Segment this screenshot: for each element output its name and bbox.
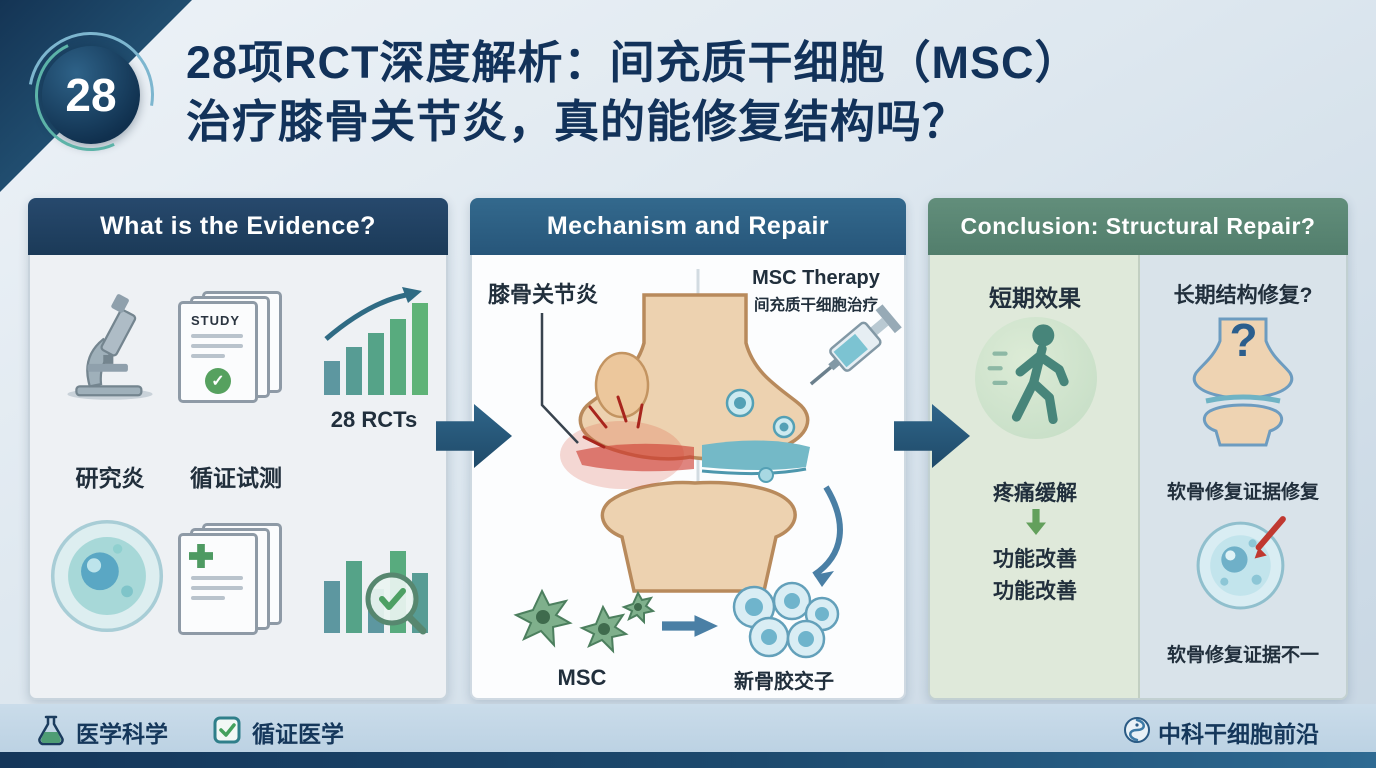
down-arrow-icon xyxy=(1026,509,1046,535)
conclusion-panel: Conclusion: Structural Repair? 短期效果 疼痛缓解… xyxy=(928,198,1348,700)
evidence-panel-title: What is the Evidence? xyxy=(28,198,448,255)
medical-cross-icon xyxy=(189,544,213,568)
document-sheet xyxy=(178,533,258,635)
right-arrow-icon xyxy=(662,615,718,637)
medical-report-icon xyxy=(178,523,288,639)
walking-person-icon xyxy=(975,317,1097,439)
microscope-icon xyxy=(54,285,166,407)
doc-text-line xyxy=(191,334,243,338)
therapy-label-zh: 间充质干细胞治疗 xyxy=(753,297,878,314)
footer-tag-science: 医学科学 xyxy=(76,721,168,747)
mechanism-panel: Mechanism and Repair xyxy=(470,198,906,700)
knee-question-icon: ? xyxy=(1186,311,1301,447)
new-cells-caption: 新骨胶交子 xyxy=(734,671,834,693)
condition-label: 膝骨关节炎 xyxy=(488,282,599,307)
msc-caption: MSC xyxy=(557,665,607,690)
short-term-item-pain: 疼痛缓解 xyxy=(993,482,1077,505)
cell-icon xyxy=(48,517,166,635)
msc-cells-icon xyxy=(508,585,658,665)
therapy-label-en: MSC Therapy xyxy=(752,267,880,289)
footer-bar: 医学科学 循证医学 中科干细胞前沿 xyxy=(0,704,1376,752)
doc-text-line xyxy=(191,354,225,358)
cell-marker-icon xyxy=(1190,507,1296,613)
long-term-item-evidence: 软骨修复证据修复 xyxy=(1166,482,1319,503)
new-cells-icon xyxy=(724,579,844,664)
short-term-item-function1: 功能改善 xyxy=(993,548,1077,571)
study-doc-label: STUDY xyxy=(191,313,241,328)
check-icon: ✓ xyxy=(205,368,231,394)
growth-bar-chart-icon xyxy=(318,285,430,401)
long-term-heading: 长期结构修复? xyxy=(1173,284,1313,307)
short-term-heading: 短期效果 xyxy=(989,285,1081,311)
bottom-strip xyxy=(0,752,1376,768)
curved-arrow-icon xyxy=(768,483,858,595)
page-title-line1: 28项RCT深度解析：间充质干细胞（MSC） xyxy=(186,37,1081,88)
evidence-panel-body: STUDY ✓ 28 RCTs 研究 xyxy=(28,255,448,700)
long-term-column: 长期结构修复? ? 软骨修复证据修复 xyxy=(1140,255,1346,698)
checkbox-icon xyxy=(212,715,242,745)
chart-magnifier-icon xyxy=(318,521,430,641)
mechanism-panel-title: Mechanism and Repair xyxy=(470,198,906,255)
rct-count-label: 28 RCTs xyxy=(330,407,418,432)
conclusion-panel-body: 短期效果 疼痛缓解 功能改善 功能改善 长期结构修复? xyxy=(928,255,1348,700)
doc-text-line xyxy=(191,344,243,348)
document-sheet: STUDY ✓ xyxy=(178,301,258,403)
doc-text-line xyxy=(191,586,243,590)
microscope-caption: 研究炎 xyxy=(75,465,145,491)
short-term-column: 短期效果 疼痛缓解 功能改善 功能改善 xyxy=(930,255,1140,698)
count-badge: 28 xyxy=(3,7,179,183)
question-mark: ? xyxy=(1229,314,1258,366)
mechanism-panel-body: 膝骨关节炎 MSC Therapy 间充质干细胞治疗 xyxy=(470,255,906,700)
flask-icon xyxy=(36,714,66,746)
doc-text-line xyxy=(191,596,225,600)
page-title: 28项RCT深度解析：间充质干细胞（MSC） 治疗膝骨关节炎，真的能修复结构吗？ xyxy=(186,34,1081,151)
conclusion-panel-title: Conclusion: Structural Repair? xyxy=(928,198,1348,255)
brand-logo-icon xyxy=(1122,715,1152,745)
footer-brand: 中科干细胞前沿 xyxy=(1158,721,1319,747)
doc-text-line xyxy=(191,576,243,580)
long-term-item-mixed: 软骨修复证据不一 xyxy=(1166,645,1319,666)
count-badge-number: 28 xyxy=(42,46,140,144)
short-term-item-function2: 功能改善 xyxy=(993,580,1077,603)
study-documents-icon: STUDY ✓ xyxy=(178,291,288,407)
footer-tag-ebm: 循证医学 xyxy=(252,721,344,747)
evidence-panel: What is the Evidence? STUDY xyxy=(28,198,448,700)
knee-joint-diagram xyxy=(472,255,904,595)
documents-caption: 循证试测 xyxy=(190,465,282,491)
page-title-line2: 治疗膝骨关节炎，真的能修复结构吗？ xyxy=(186,95,969,147)
